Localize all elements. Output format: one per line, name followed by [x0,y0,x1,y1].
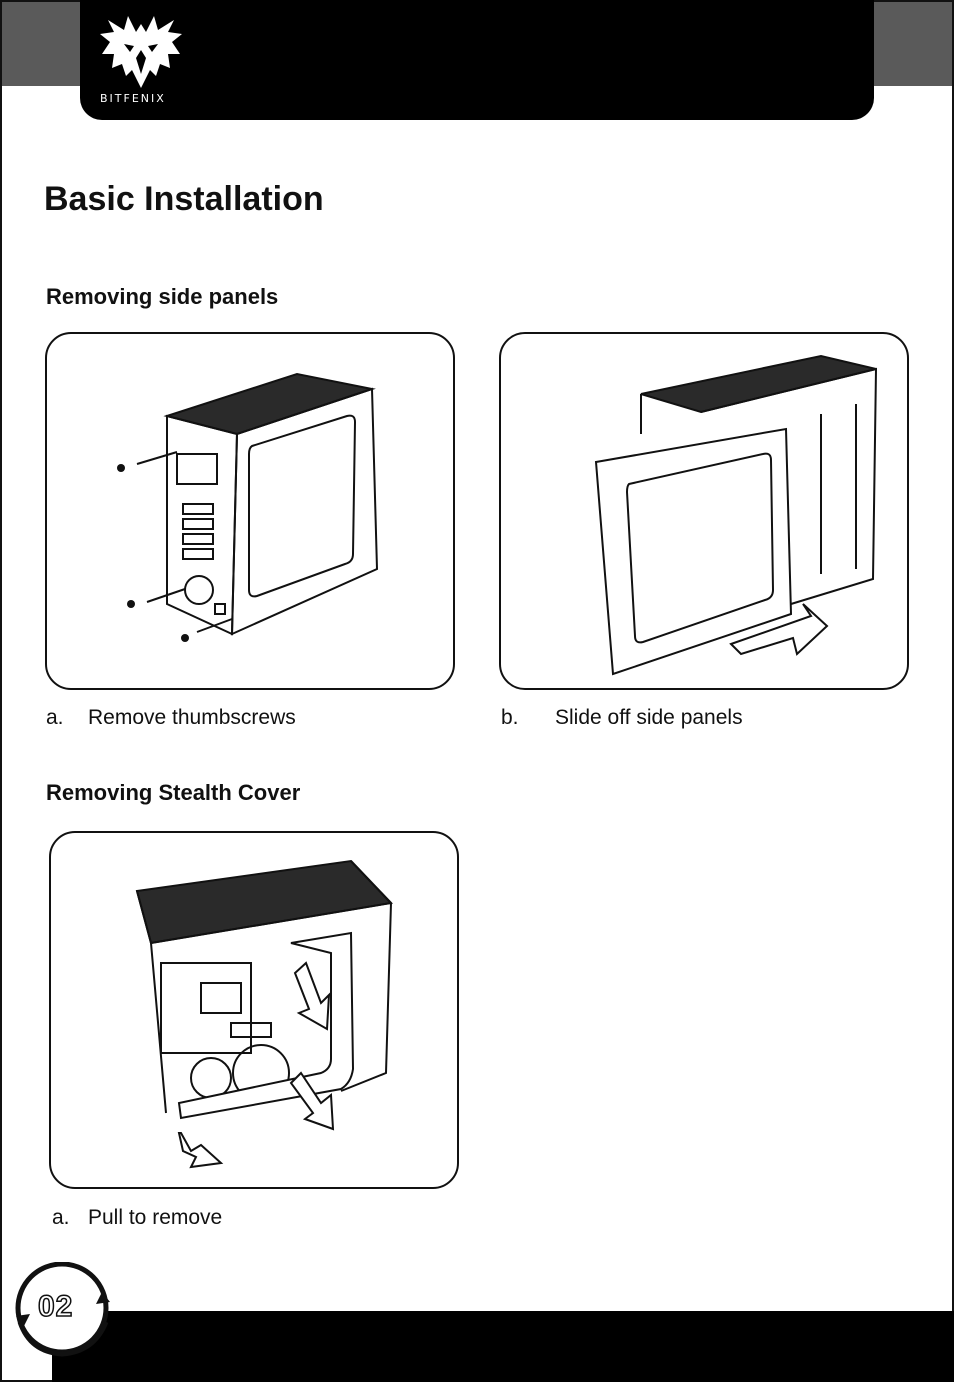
caption-remove-thumbscrews: a. Remove thumbscrews [46,706,296,730]
caption-text: Remove thumbscrews [88,706,296,729]
caption-slide-side-panels: b. Slide off side panels [501,706,743,730]
figure-slide-side-panels [499,332,909,690]
header-bar [80,0,874,120]
caption-text: Pull to remove [88,1206,223,1229]
bitfenix-phoenix-logo-icon [100,16,182,88]
case-back-thumbscrews-illustration-icon [117,372,379,642]
header-side-tab-left [2,2,80,86]
header-side-tab-right [874,2,952,86]
footer-bar [52,1311,954,1382]
figure-remove-thumbscrews [45,332,455,690]
page-number-badge-icon [15,1262,110,1357]
section-heading-side-panels: Removing side panels [46,284,279,309]
page-title: Basic Installation [44,180,324,218]
case-interior-stealth-cover-illustration-icon [135,859,394,1169]
case-side-panel-sliding-illustration-icon [594,354,878,676]
caption-pull-to-remove: a. Pull to remove [52,1206,222,1230]
caption-text: Slide off side panels [555,706,743,729]
brand-wordmark: BITFENIX [100,92,166,105]
page-number: 02 [37,1289,74,1324]
section-heading-stealth-cover: Removing Stealth Cover [46,780,301,805]
caption-letter: a. [46,706,64,729]
caption-letter: b. [501,706,519,729]
caption-letter: a. [52,1206,70,1229]
figure-pull-to-remove [49,831,459,1189]
